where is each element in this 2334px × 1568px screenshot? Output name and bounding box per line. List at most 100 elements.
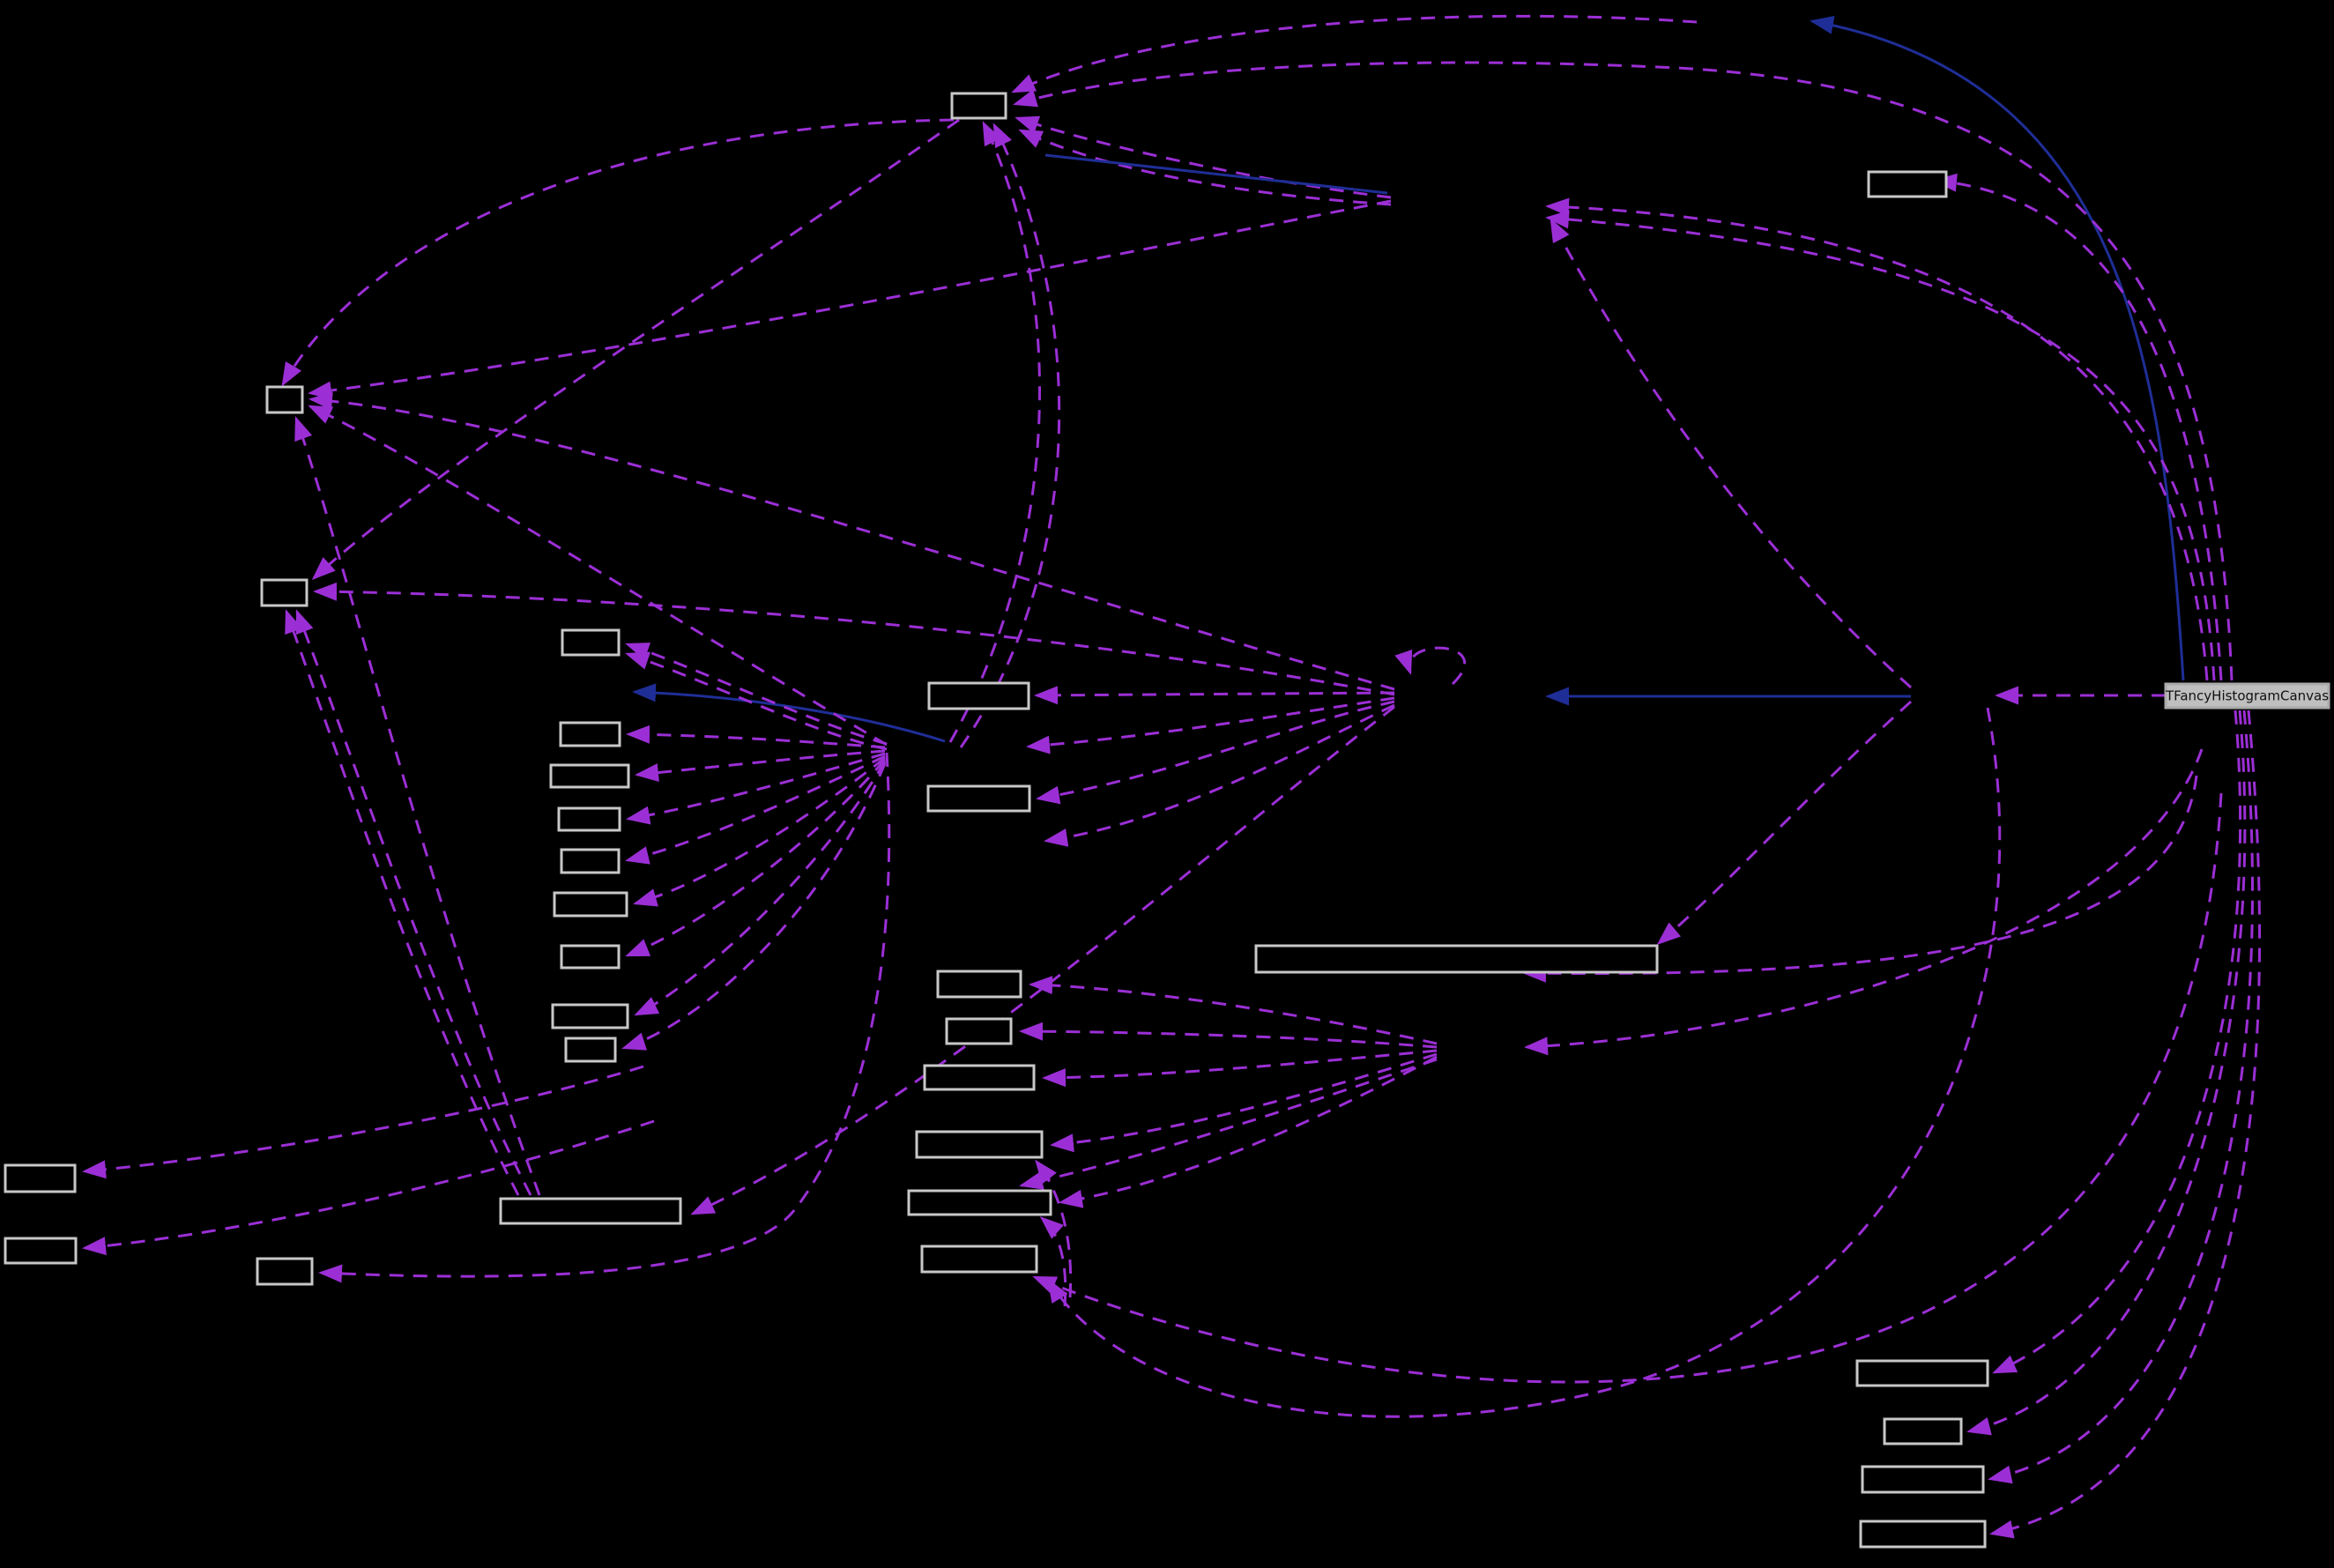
- usage-edge: [690, 705, 1395, 1215]
- usage-edge: [635, 749, 886, 783]
- usage-edge: [1019, 1022, 1438, 1049]
- usage-edge: [1966, 710, 2247, 1436]
- usage-edge: [308, 391, 1395, 691]
- class-node[interactable]: [564, 1037, 617, 1063]
- class-node[interactable]: [4, 1163, 77, 1193]
- class-node-box[interactable]: [560, 944, 621, 970]
- class-node-box[interactable]: [945, 1017, 1013, 1045]
- class-node-box[interactable]: [2164, 682, 2330, 710]
- usage-edge: [1933, 173, 2223, 681]
- usage-edge: [1042, 1049, 1438, 1088]
- usage-edge: [1394, 646, 1467, 686]
- usage-edge: [1039, 1216, 1067, 1307]
- usage-edge: [1013, 61, 2234, 681]
- class-node-box[interactable]: [4, 1237, 78, 1265]
- class-node[interactable]: [1254, 944, 1659, 974]
- usage-edge: [1050, 1052, 1438, 1153]
- class-node[interactable]: [553, 891, 628, 918]
- class-node-box[interactable]: [915, 1130, 1044, 1159]
- class-node[interactable]: [923, 1064, 1036, 1091]
- class-node[interactable]: [920, 1245, 1038, 1274]
- class-node[interactable]: [559, 721, 621, 747]
- class-node[interactable]: [260, 578, 308, 607]
- class-node[interactable]: [1855, 1359, 1989, 1387]
- class-node[interactable]: [1861, 1465, 1985, 1494]
- class-node[interactable]: [1867, 170, 1948, 198]
- class-node[interactable]: [549, 763, 630, 789]
- usage-edge: [625, 651, 888, 751]
- class-node-box[interactable]: [936, 970, 1022, 999]
- class-node-box[interactable]: [950, 92, 1007, 120]
- class-node-box[interactable]: [557, 806, 621, 832]
- class-node[interactable]: [915, 1130, 1044, 1159]
- class-node-box[interactable]: [920, 1245, 1038, 1274]
- class-node-box[interactable]: [560, 848, 621, 874]
- class-node[interactable]: [1859, 1520, 1987, 1549]
- usage-edge: [295, 609, 532, 1196]
- usage-edge: [285, 609, 520, 1196]
- usage-edge: [948, 121, 1041, 743]
- class-node[interactable]: [907, 1189, 1052, 1216]
- class-node[interactable]: [926, 784, 1031, 813]
- class-node-box[interactable]: [551, 1003, 629, 1029]
- class-node[interactable]: [557, 806, 621, 832]
- usage-edge: [959, 123, 1061, 748]
- class-node-box[interactable]: [1859, 1520, 1987, 1549]
- usage-edge: [294, 416, 541, 1196]
- usage-edge: [625, 754, 886, 865]
- class-node-main[interactable]: TFancyHistogramCanvas: [2164, 682, 2330, 710]
- usage-edge: [1545, 210, 2216, 681]
- inheritance-edge: [1044, 153, 1388, 195]
- class-node-box[interactable]: [1855, 1359, 1989, 1387]
- inheritance-edge: [1810, 16, 2185, 681]
- class-node[interactable]: [945, 1017, 1013, 1045]
- usage-edge: [1015, 115, 1392, 199]
- class-node[interactable]: [551, 1003, 629, 1029]
- class-node[interactable]: [560, 848, 621, 874]
- class-node-box[interactable]: [927, 681, 1030, 710]
- usage-edge: [1988, 710, 2254, 1484]
- usage-edge: [1524, 748, 2204, 1056]
- class-node-box[interactable]: [564, 1037, 617, 1063]
- class-node[interactable]: [936, 970, 1022, 999]
- class-node[interactable]: [560, 944, 621, 970]
- class-node-box[interactable]: [256, 1257, 314, 1286]
- class-node-box[interactable]: [1861, 1465, 1985, 1494]
- class-node-box[interactable]: [561, 628, 621, 657]
- class-node-box[interactable]: [1883, 1417, 1963, 1445]
- class-node-box[interactable]: [499, 1197, 682, 1225]
- usage-edge: [1656, 700, 1913, 945]
- inheritance-edge: [632, 683, 946, 743]
- class-node-box[interactable]: [559, 721, 621, 747]
- usage-edge: [82, 1119, 655, 1256]
- class-node[interactable]: [1883, 1417, 1963, 1445]
- class-node-box[interactable]: [1867, 170, 1948, 198]
- class-node[interactable]: [950, 92, 1007, 120]
- class-node-box[interactable]: [1254, 944, 1659, 974]
- class-node-box[interactable]: [926, 784, 1031, 813]
- class-node-box[interactable]: [907, 1189, 1052, 1216]
- class-node[interactable]: [265, 385, 304, 414]
- class-node[interactable]: [256, 1257, 314, 1286]
- class-node[interactable]: [4, 1237, 78, 1265]
- usage-edge: [1029, 976, 1438, 1045]
- class-node-box[interactable]: [553, 891, 628, 918]
- usage-edge: [318, 752, 891, 1283]
- usage-edge: [1034, 686, 1395, 705]
- class-node-box[interactable]: [4, 1163, 77, 1193]
- class-node-box[interactable]: [265, 385, 304, 414]
- usage-edge: [1989, 710, 2262, 1539]
- class-node[interactable]: [499, 1197, 682, 1225]
- class-node[interactable]: [927, 681, 1030, 710]
- main-node-label: TFancyHistogramCanvas: [2165, 688, 2329, 704]
- class-node-box[interactable]: [549, 763, 630, 789]
- class-node-box[interactable]: [260, 578, 308, 607]
- usage-edge: [1550, 218, 1913, 689]
- usage-edge: [1522, 775, 2198, 983]
- usage-edge: [634, 761, 887, 1016]
- edge-layer: [82, 14, 2262, 1539]
- class-node[interactable]: [561, 628, 621, 657]
- class-node-box[interactable]: [923, 1064, 1036, 1091]
